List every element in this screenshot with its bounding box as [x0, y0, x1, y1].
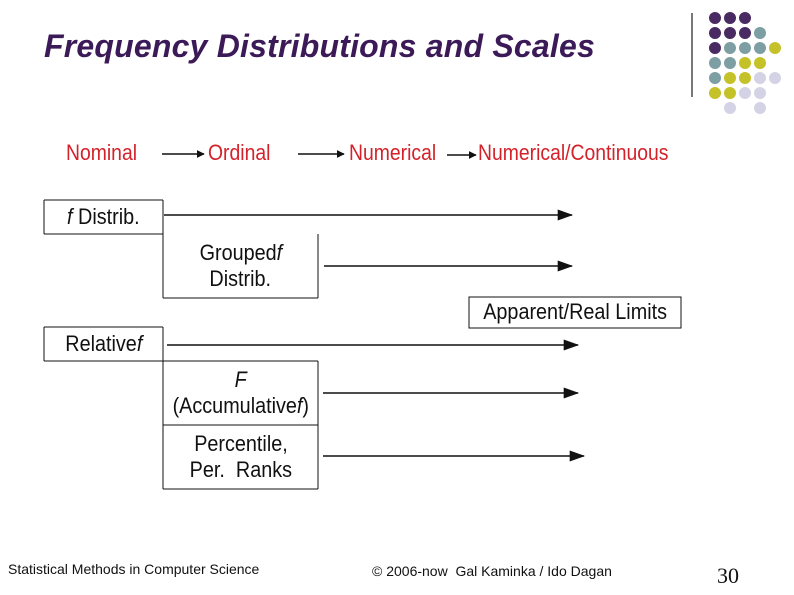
decor-dot: [754, 57, 766, 69]
f-symbol: f: [296, 393, 303, 418]
scale-nominal: Nominal: [66, 140, 138, 165]
decor-dot: [739, 72, 751, 84]
decor-dot: [709, 27, 721, 39]
f-distrib-label: Distrib.: [72, 203, 140, 229]
title-divider: [691, 13, 693, 97]
f-symbol: f: [136, 330, 143, 356]
decor-dot: [724, 12, 736, 24]
decor-dot: [709, 57, 721, 69]
decor-dot: [709, 12, 721, 24]
decor-dot: [724, 102, 736, 114]
decor-dot: [709, 87, 721, 99]
percentile-label: Percentile,: [193, 430, 288, 456]
decor-dot: [739, 42, 751, 54]
decor-dot: [724, 42, 736, 54]
grouped-f-distrib-box: Groupedf Distrib.: [163, 234, 318, 298]
decor-dot: [724, 72, 736, 84]
percentile-ranks-label: Per. Ranks: [189, 457, 292, 482]
decor-dot: [754, 72, 766, 84]
F-symbol: F: [234, 366, 247, 392]
decor-dot: [739, 57, 751, 69]
relative-label: Relative: [64, 330, 137, 356]
decor-dot: [724, 87, 736, 99]
decor-dot: [724, 27, 736, 39]
scale-ordinal: Ordinal: [208, 140, 271, 165]
f-distrib-box: f Distrib.: [44, 200, 163, 234]
decor-dot: [709, 42, 721, 54]
relative-f-box: Relativef: [44, 327, 163, 361]
decor-dot: [769, 72, 781, 84]
decor-dot: [709, 72, 721, 84]
percentile-box: Percentile, Per. Ranks: [163, 425, 318, 489]
decor-dot: [739, 27, 751, 39]
cumulative-box: F (Accumulativef): [163, 361, 318, 425]
decor-dot: [724, 57, 736, 69]
apparent-real-limits-label: Apparent/Real Limits: [483, 299, 667, 325]
f-symbol: f: [67, 203, 73, 229]
grouped-label: Grouped: [199, 239, 277, 265]
decor-dot: [739, 12, 751, 24]
cumulative-open: (Accumulative: [172, 393, 297, 418]
decor-dot: [754, 102, 766, 114]
decor-dot: [754, 87, 766, 99]
decor-dot: [754, 42, 766, 54]
scale-numerical: Numerical: [349, 140, 437, 165]
apparent-real-limits-box: Apparent/Real Limits: [469, 297, 681, 328]
decor-dot: [739, 87, 751, 99]
footer-course: Statistical Methods in Computer Science: [8, 561, 260, 577]
grouped-distrib-label: Distrib.: [209, 266, 272, 291]
scale-numerical-continuous: Numerical/Continuous: [478, 140, 669, 165]
decor-dot: [754, 27, 766, 39]
page-number: 30: [717, 563, 739, 588]
box-border: [468, 296, 682, 329]
slide-title: Frequency Distributions and Scales: [44, 28, 595, 64]
cumulative-close: ): [302, 393, 309, 418]
footer-copyright: © 2006-now Gal Kaminka / Ido Dagan: [372, 563, 612, 579]
decor-dot: [769, 42, 781, 54]
f-symbol: f: [276, 239, 282, 265]
